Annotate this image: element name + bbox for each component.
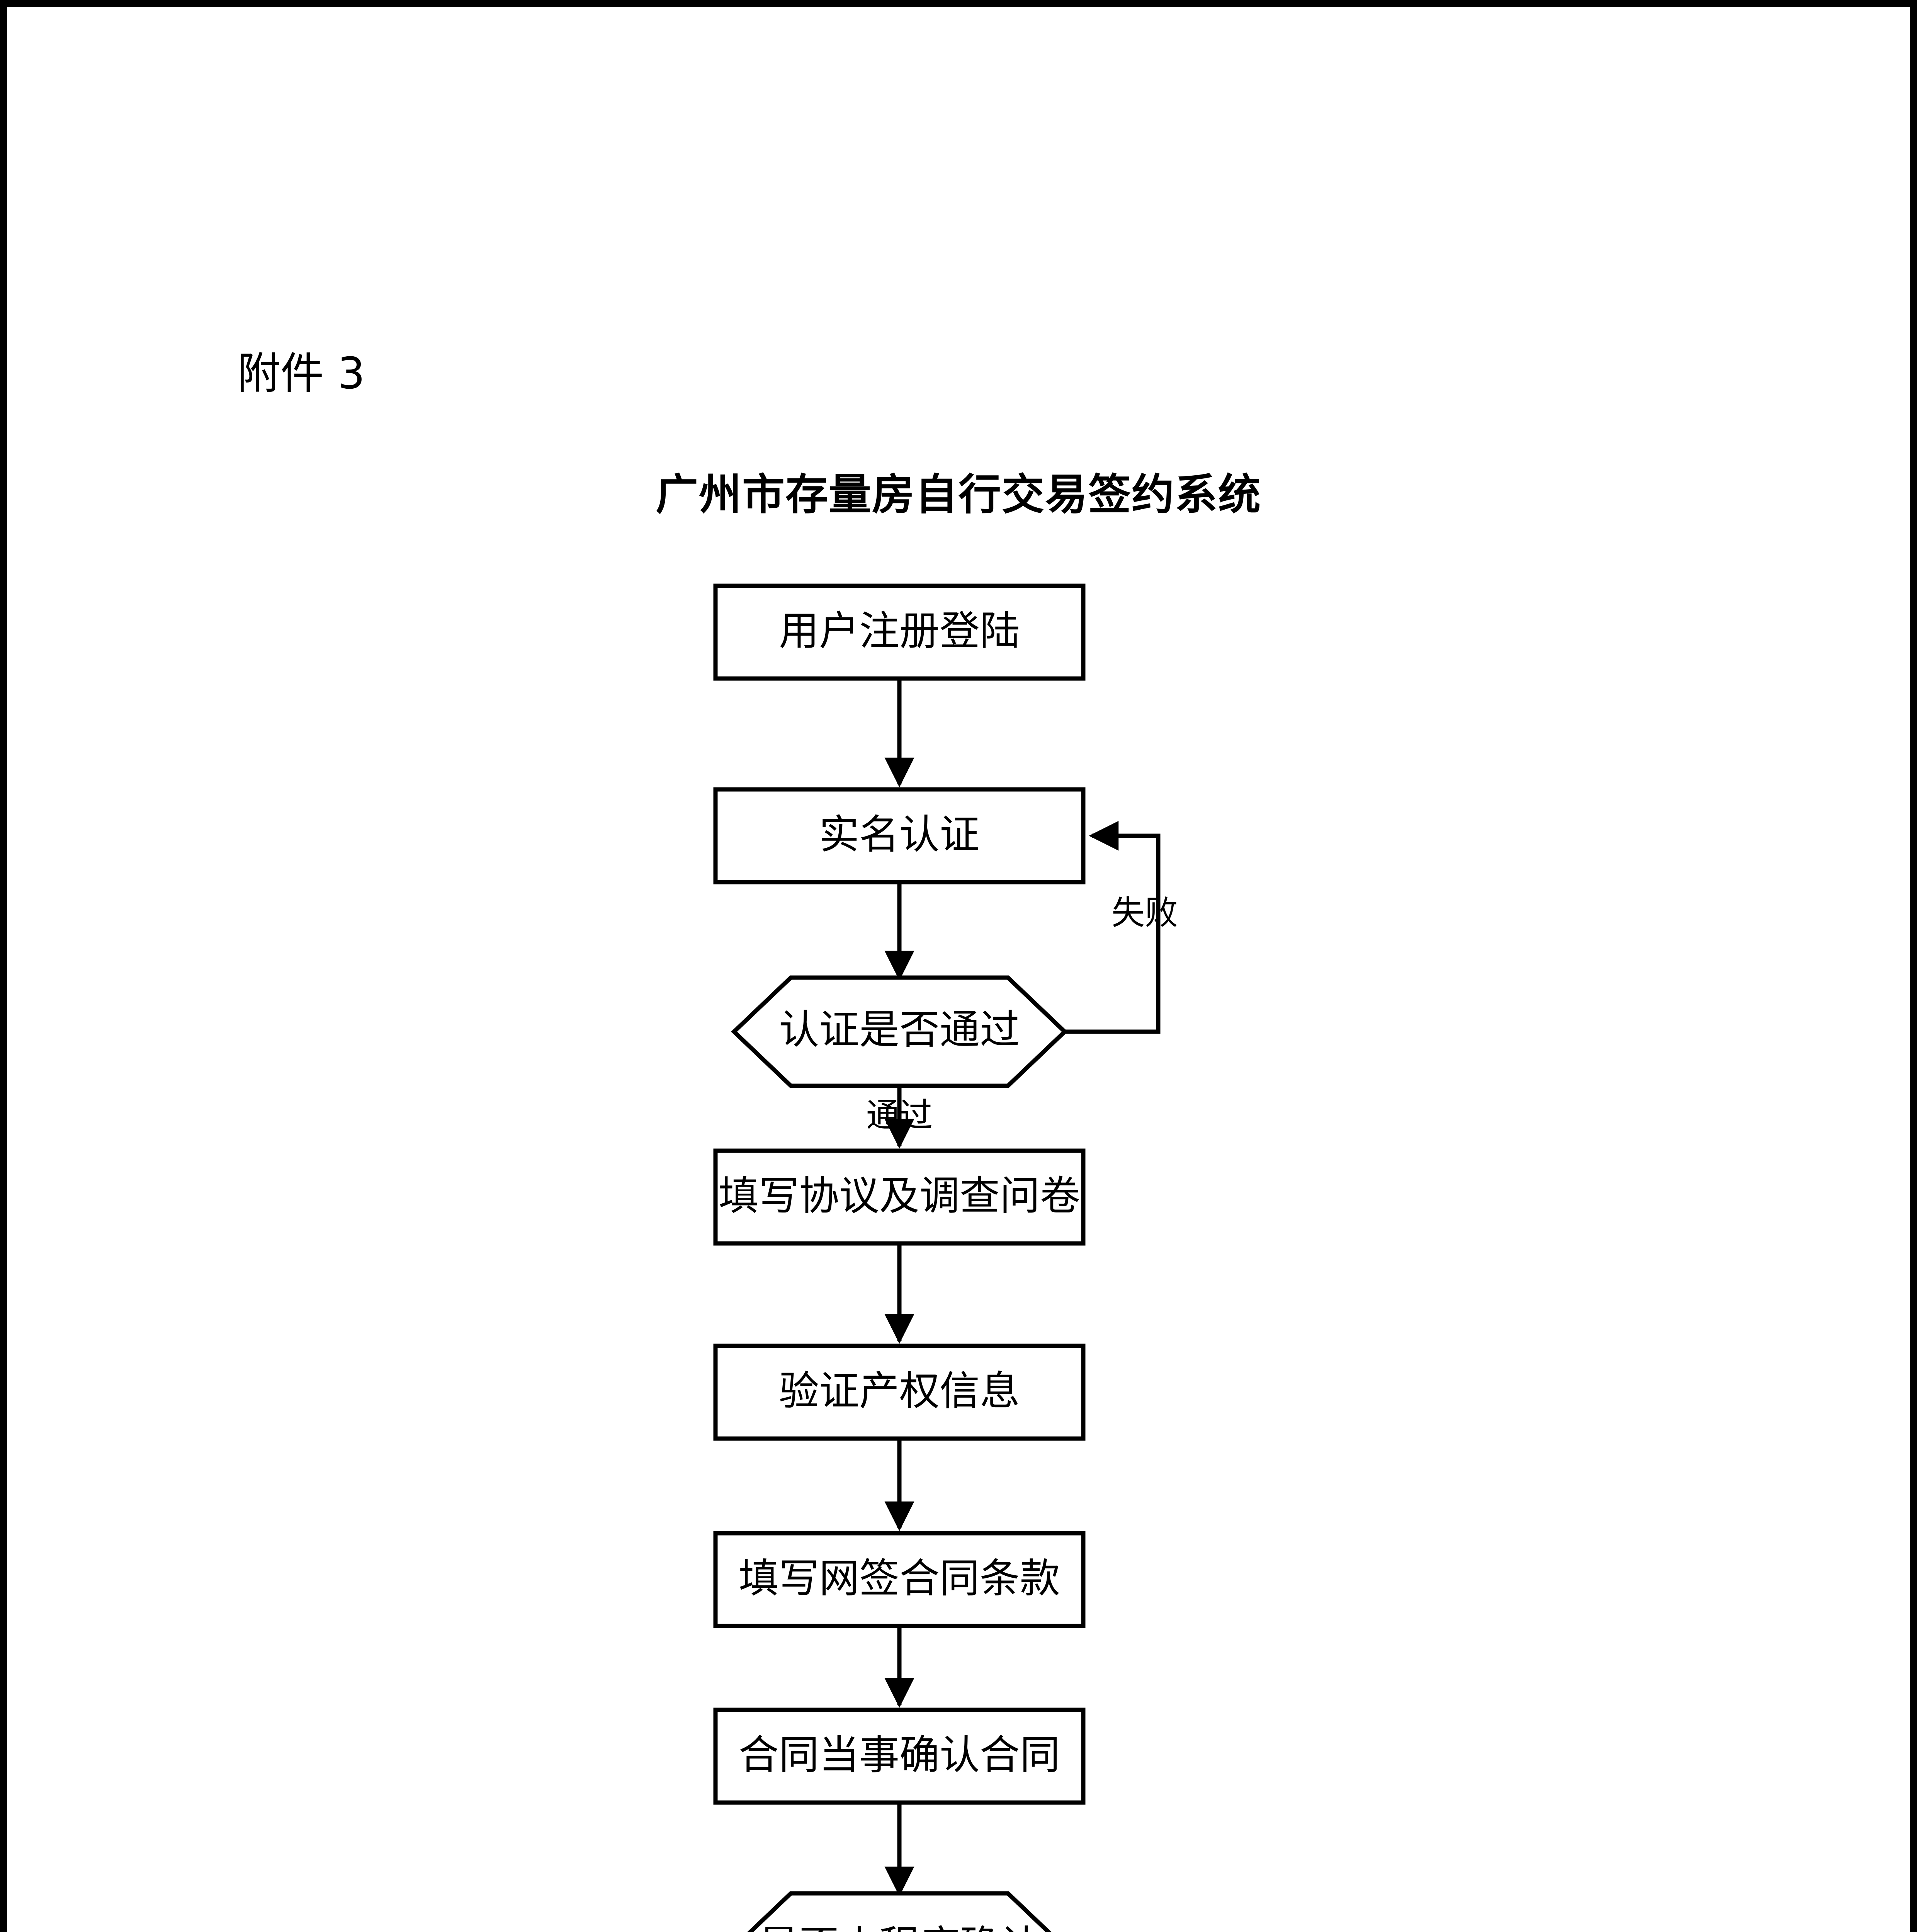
flow-node-label: 用户注册登陆 (779, 607, 1020, 654)
flow-node-label: 实名认证 (819, 811, 980, 858)
flow-node-label: 填写协议及调查问卷 (719, 1172, 1080, 1219)
node-hexagon (747, 1891, 1052, 1932)
flow-node-fill-agreement-questionnaire[interactable]: 填写协议及调查问卷 (713, 1148, 1086, 1246)
flow-node-verify-property-info[interactable]: 验证产权信息 (713, 1344, 1086, 1441)
attachment-label: 附件 3 (237, 349, 365, 399)
node-hexagon (731, 975, 1068, 1088)
flow-node-label: 填写网签合同条款 (739, 1554, 1060, 1602)
flow-node-label: 验证产权信息 (779, 1367, 1020, 1414)
flow-node-auth-check-decision[interactable]: 认证是否通过 (731, 975, 1068, 1088)
flow-node-realname-auth[interactable]: 实名认证 (713, 787, 1086, 884)
page-title: 广州市存量房自行交易签约系统 (656, 470, 1261, 519)
node-rect (713, 583, 1086, 681)
node-rect (713, 1531, 1086, 1628)
connector-auth-fail-loop (1065, 821, 1161, 1034)
flow-node-parties-confirm-contract[interactable]: 合同当事确认合同 (713, 1708, 1086, 1805)
flow-node-fill-online-contract-terms[interactable]: 填写网签合同条款 (713, 1531, 1086, 1628)
flow-node-label: 合同当事确认合同 (739, 1731, 1060, 1778)
flow-node-label: 认证是否通过 (779, 1006, 1020, 1053)
flow-node-label: 是否小程序确认 (759, 1922, 1040, 1932)
flow-node-miniapp-confirm-decision[interactable]: 是否小程序确认 (734, 1891, 1065, 1932)
node-rect (713, 1344, 1086, 1441)
edge-label-auth-fail: 失败 (1111, 893, 1178, 932)
flow-node-user-register-login[interactable]: 用户注册登陆 (713, 583, 1086, 681)
edge-label-auth-pass: 通过 (866, 1096, 933, 1134)
node-rect (713, 787, 1086, 884)
